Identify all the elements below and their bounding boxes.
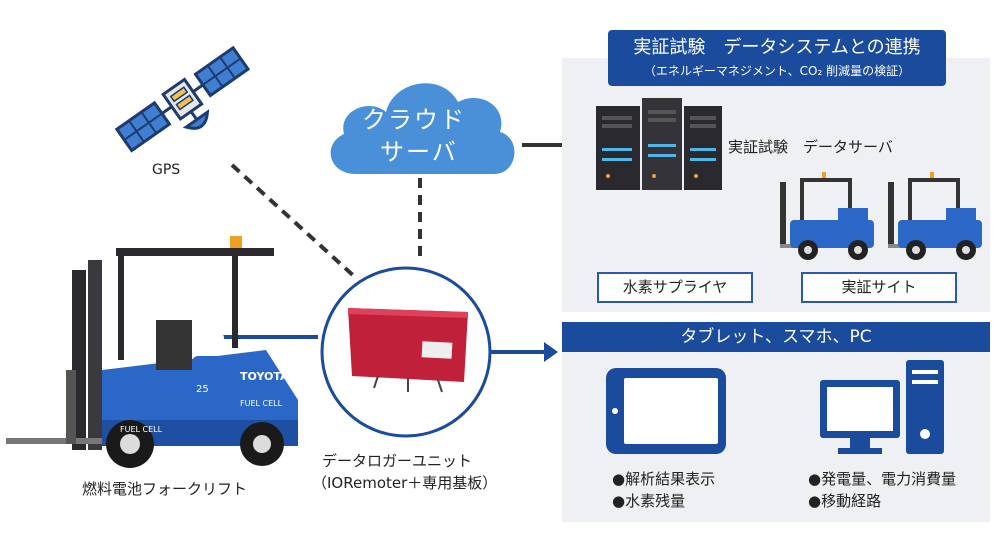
server-icon [596, 98, 722, 190]
forklift-icon [888, 172, 982, 260]
logger-label-line1: データロガーユニット [322, 452, 473, 470]
tablet-item: ●解析結果表示 [612, 470, 716, 488]
pc-item: ●発電量、電力消費量 [808, 470, 957, 488]
pc-item: ●移動経路 [808, 492, 882, 510]
pc-list: ●発電量、電力消費量 ●移動経路 [808, 468, 956, 512]
box-hydrogen-supplier: 水素サプライヤ [597, 272, 753, 303]
satellite-icon [114, 45, 251, 153]
cloud-label-line1: クラウド [362, 106, 466, 134]
pc-icon [820, 360, 944, 454]
system-panel-subtitle: （エネルギーマネジメント、CO₂ 削減量の検証） [643, 64, 911, 78]
forklift-badge-side: FUEL CELL [120, 425, 163, 434]
cloud-icon [330, 83, 515, 174]
pc-device [820, 358, 944, 458]
forklift-icon: TOYOTA FUEL CELL FUEL CELL 25 [6, 236, 298, 468]
tablet-icon [606, 368, 726, 454]
logger-label-line2: （IORemoter＋専用基板） [312, 474, 498, 492]
logger-icon [320, 266, 492, 438]
fuel-cell-forklift: TOYOTA FUEL CELL FUEL CELL 25 [6, 230, 306, 470]
tablet-list: ●解析結果表示 ●水素残量 [612, 468, 715, 512]
cloud-label-line2: サーバ [380, 138, 458, 166]
system-panel-header: 実証試験 データシステムとの連携 （エネルギーマネジメント、CO₂ 削減量の検証… [608, 30, 946, 86]
site-forklift-2 [886, 172, 986, 262]
gps-label: GPS [152, 162, 181, 178]
site-forklift-1 [778, 172, 878, 262]
forklift-model: 25 [196, 384, 209, 395]
server-label: 実証試験 データサーバ [728, 138, 893, 156]
system-panel-title: 実証試験 データシステムとの連携 [633, 37, 921, 58]
cloud-server: クラウド サーバ [318, 62, 523, 180]
box-demo-site: 実証サイト [801, 272, 957, 303]
forklift-label: 燃料電池フォークリフト [82, 480, 248, 498]
device-panel-header: タブレット、スマホ、PC [562, 322, 990, 352]
tablet-device [604, 366, 728, 456]
gps-satellite [108, 40, 258, 160]
server-racks [596, 96, 722, 192]
forklift-badge-rear: FUEL CELL [240, 399, 283, 408]
tablet-item: ●水素残量 [612, 492, 686, 510]
forklift-icon [780, 172, 874, 260]
forklift-brand: TOYOTA [240, 370, 289, 383]
data-logger [318, 264, 494, 440]
